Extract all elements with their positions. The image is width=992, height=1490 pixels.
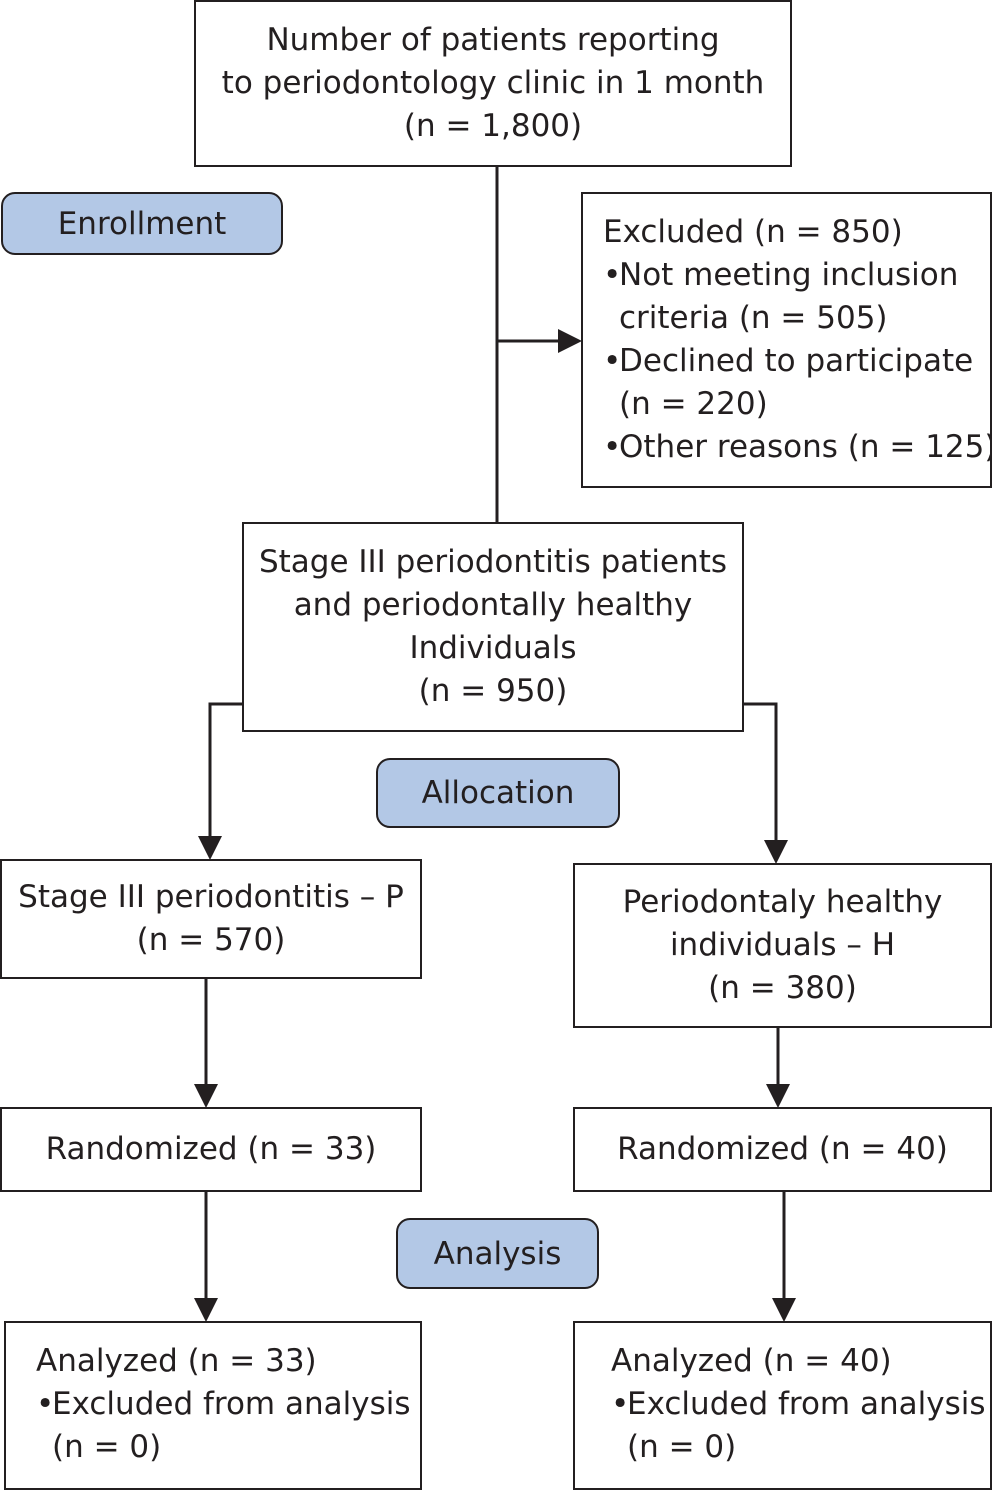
eligible-line-4: (n = 950) — [418, 673, 568, 709]
analyzed-p-excluded-count: (n = 0) — [52, 1429, 162, 1465]
arrowhead-analyzed-h — [772, 1298, 796, 1322]
randomized-p-label: Randomized (n = 33) — [45, 1131, 377, 1167]
arrowhead-h — [764, 840, 788, 864]
box-eligible-individuals: Stage III periodontitis patients and per… — [242, 522, 744, 732]
arrowhead-randomized-h — [766, 1084, 790, 1108]
box-randomized-p: Randomized (n = 33) — [0, 1107, 422, 1192]
arrowhead-randomized-p — [194, 1084, 218, 1108]
connector-middle-to-h — [743, 702, 778, 842]
total-patients-line-1: Number of patients reporting — [266, 22, 720, 58]
excluded-title: Excluded (n = 850) — [603, 214, 903, 250]
analyzed-p-excluded: •Excluded from analysis — [36, 1386, 411, 1422]
excluded-reason-1: •Not meeting inclusion — [603, 257, 959, 293]
randomized-h-label: Randomized (n = 40) — [617, 1131, 948, 1167]
arrowhead-p — [198, 836, 222, 860]
group-p-line-1: Stage III periodontitis – P — [18, 879, 404, 915]
analyzed-h-excluded: •Excluded from analysis — [611, 1386, 986, 1422]
group-h-line-2: individuals – H — [669, 927, 896, 963]
box-group-p: Stage III periodontitis – P (n = 570) — [0, 859, 422, 979]
box-analyzed-p: Analyzed (n = 33) •Excluded from analysi… — [4, 1321, 422, 1490]
eligible-line-1: Stage III periodontitis patients — [258, 544, 728, 580]
excluded-reason-2: •Declined to participate — [603, 343, 974, 379]
arrowhead-analyzed-p — [194, 1298, 218, 1322]
total-patients-line-2: to periodontology clinic in 1 month — [221, 65, 765, 101]
analyzed-h-excluded-count: (n = 0) — [627, 1429, 737, 1465]
phase-allocation: Allocation — [376, 758, 620, 828]
box-excluded: Excluded (n = 850) •Not meeting inclusio… — [581, 192, 992, 488]
box-group-h: Periodontaly healthy individuals – H (n … — [573, 863, 992, 1028]
eligible-line-2: and periodontally healthy — [293, 587, 693, 623]
group-h-line-3: (n = 380) — [708, 970, 857, 1006]
analyzed-h-title: Analyzed (n = 40) — [611, 1343, 892, 1379]
connector-middle-to-p — [208, 702, 243, 838]
phase-enrollment-label: Enrollment — [57, 205, 227, 242]
analyzed-p-title: Analyzed (n = 33) — [36, 1343, 317, 1379]
box-analyzed-h: Analyzed (n = 40) •Excluded from analysi… — [573, 1321, 992, 1490]
group-h-line-1: Periodontaly healthy — [622, 884, 943, 920]
phase-enrollment: Enrollment — [1, 192, 283, 255]
arrowhead-excluded — [558, 329, 582, 353]
group-p-line-2: (n = 570) — [136, 922, 286, 958]
phase-analysis-label: Analysis — [433, 1235, 562, 1272]
excluded-reason-1-cont: criteria (n = 505) — [619, 300, 888, 336]
phase-analysis: Analysis — [396, 1218, 599, 1289]
total-patients-line-3: (n = 1,800) — [403, 108, 583, 144]
excluded-reason-2-cont: (n = 220) — [619, 386, 768, 422]
box-randomized-h: Randomized (n = 40) — [573, 1107, 992, 1192]
phase-allocation-label: Allocation — [421, 775, 575, 811]
eligible-line-3: Individuals — [409, 630, 577, 666]
box-total-patients: Number of patients reporting to periodon… — [194, 0, 792, 167]
excluded-reason-3: •Other reasons (n = 125) — [603, 429, 992, 465]
